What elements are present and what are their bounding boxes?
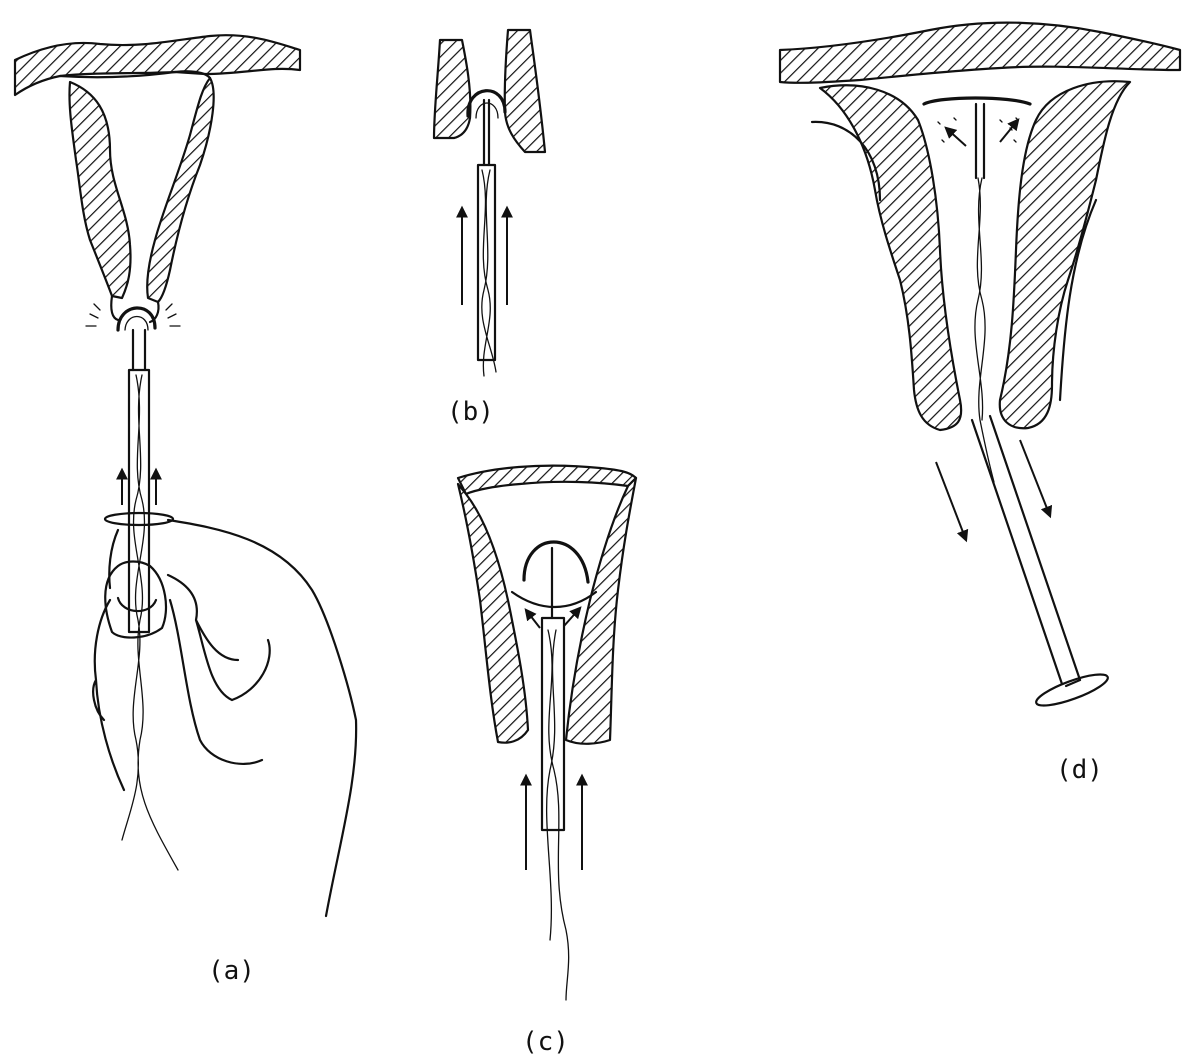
panel-a-left-wall bbox=[69, 82, 130, 298]
panel-a-flange bbox=[105, 513, 173, 525]
panel-d-label: (d) bbox=[1056, 755, 1103, 785]
panel-c-arrow-spread-right bbox=[564, 608, 580, 626]
panel-c-threads bbox=[547, 630, 569, 1000]
panel-a-right-wall bbox=[147, 78, 213, 302]
panel-d-left-wall bbox=[820, 85, 961, 430]
panel-c: (c) bbox=[458, 466, 636, 1057]
panel-c-cavity-arc bbox=[512, 592, 596, 607]
panel-d-stipple bbox=[938, 118, 1018, 142]
panel-d-arrow-spread-right bbox=[1000, 120, 1018, 142]
panel-d-iud-crossbar bbox=[924, 98, 1030, 104]
panel-d-arrow-right bbox=[1020, 440, 1050, 516]
panel-c-label: (c) bbox=[522, 1027, 569, 1057]
panel-a-thumbnail bbox=[118, 598, 156, 611]
panel-b: (b) bbox=[434, 30, 545, 427]
panel-b-right-wall bbox=[505, 30, 545, 152]
panel-a-iud-arms bbox=[118, 308, 155, 330]
panel-d-arrow-left bbox=[936, 462, 966, 540]
panel-d-fundus-wall bbox=[780, 23, 1180, 83]
panel-a-fingers bbox=[168, 575, 270, 764]
panel-a: (a) bbox=[15, 35, 356, 986]
panel-d-arrow-spread-left bbox=[946, 128, 966, 146]
panel-c-iud-arms bbox=[524, 542, 588, 582]
panel-a-palm bbox=[93, 530, 124, 790]
panel-b-threads bbox=[482, 170, 496, 376]
panel-b-stem bbox=[484, 100, 489, 165]
panel-a-fundus-wall bbox=[15, 35, 300, 95]
panel-b-iud-inner bbox=[476, 103, 498, 118]
panel-a-tube-upper bbox=[133, 330, 145, 370]
panel-a-hand bbox=[168, 520, 356, 916]
panel-a-label: (a) bbox=[208, 956, 255, 986]
panel-c-top-wall bbox=[458, 466, 636, 494]
panel-d-right-wall bbox=[1000, 81, 1130, 428]
panel-a-cervix-left bbox=[111, 296, 118, 320]
panel-b-left-wall bbox=[434, 40, 470, 138]
panel-b-label: (b) bbox=[447, 397, 494, 427]
panel-d-flange bbox=[1033, 669, 1111, 712]
panel-a-iud-inner bbox=[125, 317, 148, 331]
panel-c-arrow-spread-left bbox=[526, 610, 540, 628]
panel-d: (d) bbox=[780, 23, 1180, 785]
panel-d-iud-stem bbox=[976, 104, 984, 178]
panel-c-left-wall bbox=[458, 484, 528, 743]
